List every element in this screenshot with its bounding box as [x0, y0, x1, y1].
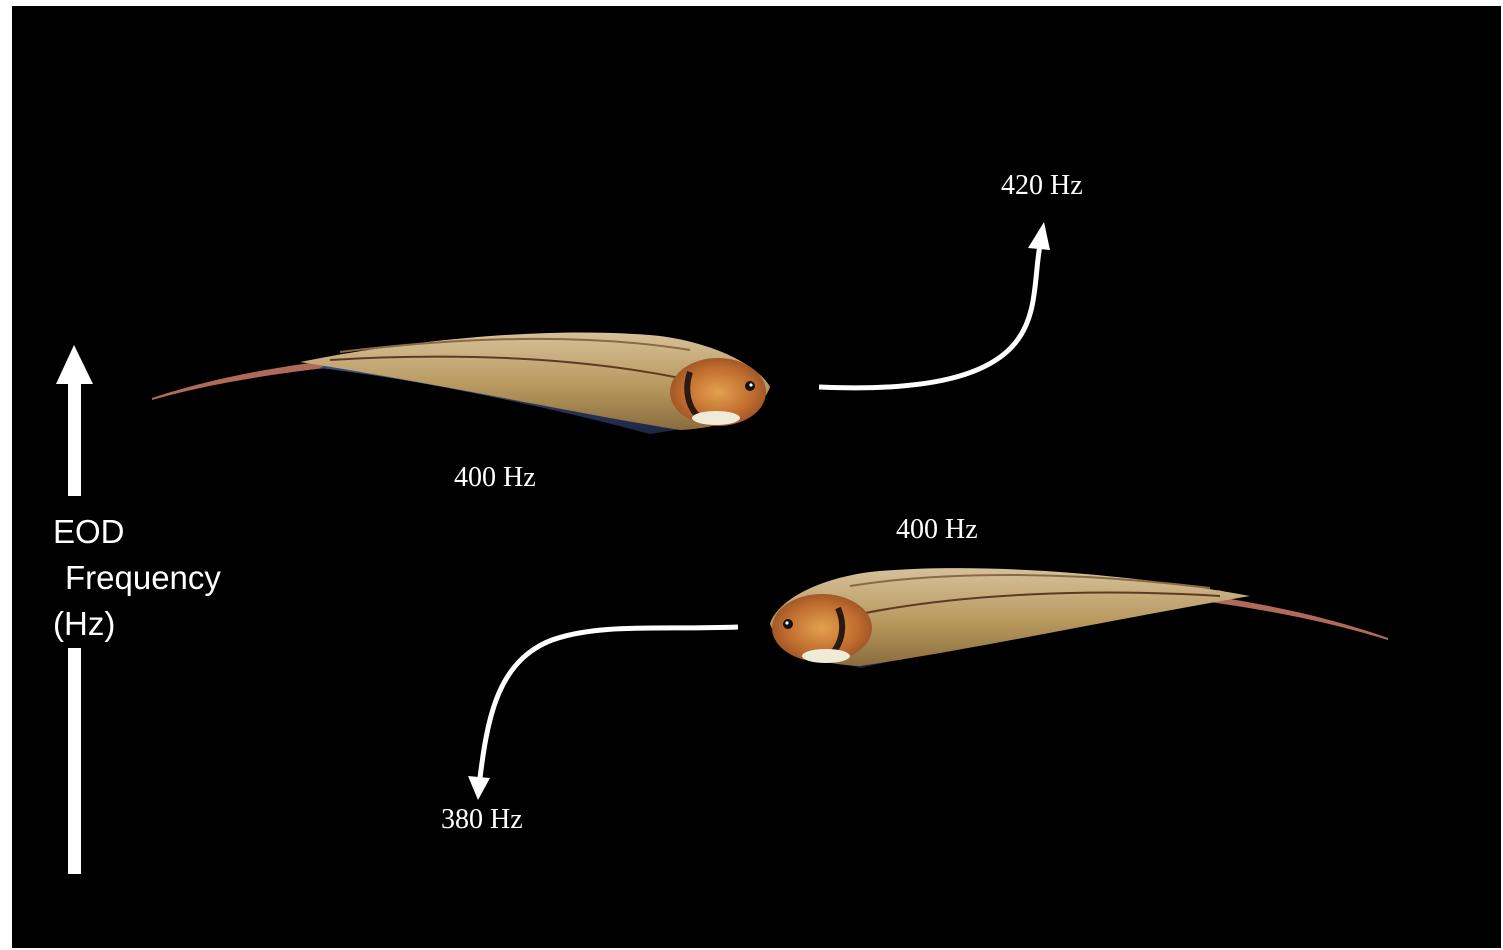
target-frequency-low-label: 380 Hz	[441, 806, 523, 834]
shift-arrow-down	[480, 627, 738, 778]
arrowhead-down-icon	[468, 776, 490, 800]
upper-fish-frequency-label: 400 Hz	[454, 464, 536, 492]
lower-fish-belly	[802, 649, 850, 663]
axis-arrowhead-up-icon	[56, 345, 93, 384]
axis-label-line-3: (Hz)	[53, 601, 221, 647]
upper-fish-illustration	[152, 332, 770, 434]
upper-fish-eye-highlight	[749, 383, 752, 386]
lower-fish-eye-highlight	[785, 621, 788, 624]
diagram-panel: 420 Hz 400 Hz 400 Hz 380 Hz EOD Frequenc…	[12, 6, 1501, 948]
axis-label-line-2: Frequency	[53, 555, 221, 601]
diagram-canvas	[12, 6, 1501, 948]
axis-label-line-1: EOD	[53, 509, 221, 555]
lower-fish-frequency-label: 400 Hz	[896, 516, 978, 544]
upper-fish-belly	[692, 411, 740, 425]
lower-fish-illustration	[770, 568, 1388, 668]
arrowhead-up-icon	[1028, 222, 1050, 250]
axis-arrow-lower-shaft	[68, 648, 81, 874]
axis-arrow-upper-shaft	[68, 382, 81, 496]
shift-arrow-up	[819, 245, 1040, 388]
axis-label: EOD Frequency (Hz)	[53, 509, 221, 647]
target-frequency-high-label: 420 Hz	[1001, 172, 1083, 200]
